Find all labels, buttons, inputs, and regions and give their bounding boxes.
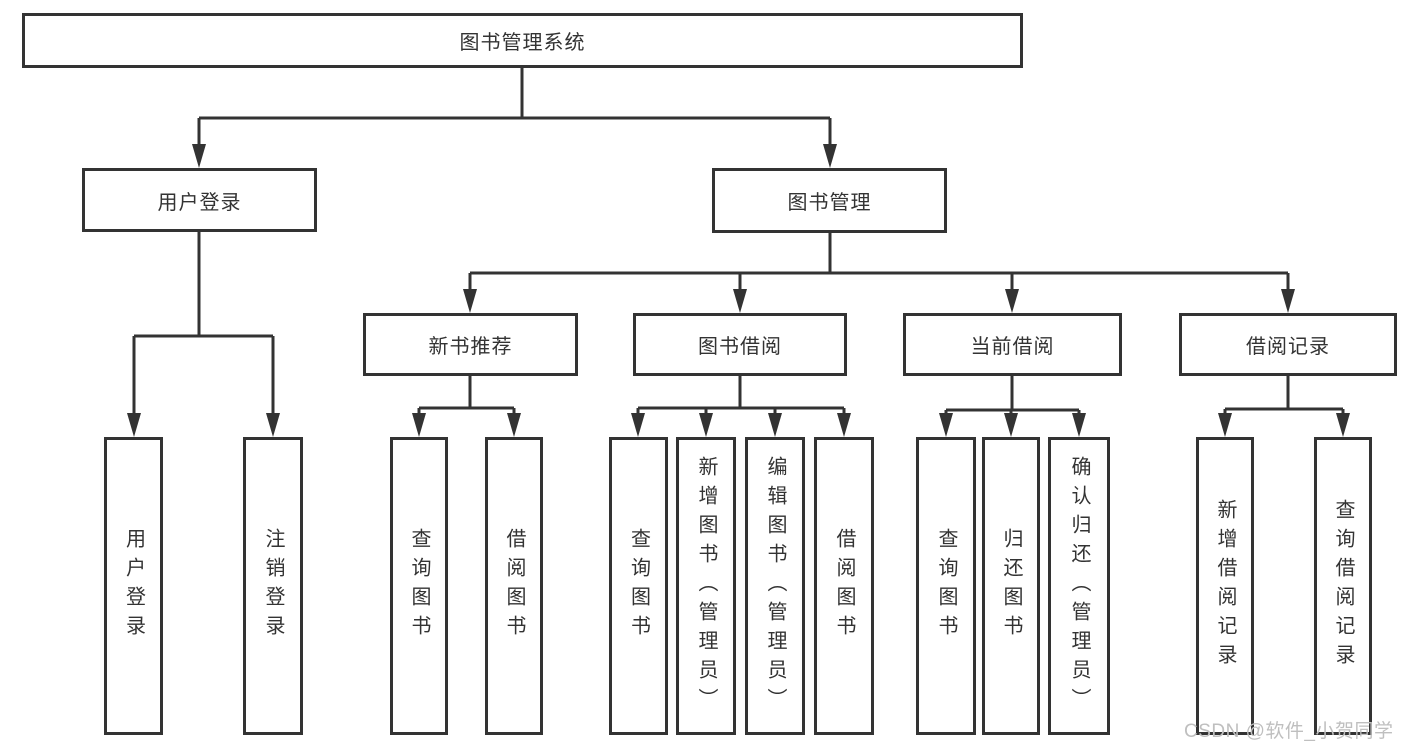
node-module-current-borrow: 当前借阅 [903,313,1122,376]
arrowhead [1072,413,1086,437]
node-leaf-logout: 注销登录 [243,437,303,735]
connector-user-login-to-leaves [132,232,275,415]
node-root-label: 图书管理系统 [459,32,586,54]
arrowhead [733,289,747,313]
node-branch-book-management-label: 图书管理 [787,192,872,214]
node-leaf-confirm-return-admin-label: 确认归还（管理员） [1068,455,1090,717]
node-module-new-book-recommend-label: 新书推荐 [428,336,513,358]
connector-book-management-to-modules [468,232,1290,291]
node-module-book-borrow: 图书借阅 [633,313,847,376]
arrowhead [1218,413,1232,437]
node-branch-book-management: 图书管理 [712,168,947,233]
arrowhead [463,289,477,313]
node-leaf-add-book-admin-label: 新增图书（管理员） [695,455,717,717]
arrowhead [631,413,645,437]
node-module-borrow-records-label: 借阅记录 [1246,336,1330,358]
arrowhead [266,413,280,437]
node-branch-user-login: 用户登录 [82,168,317,232]
arrowhead [127,413,141,437]
node-leaf-edit-book-admin-label: 编辑图书（管理员） [764,455,786,717]
node-leaf-borrow-books-recommend-label: 借阅图书 [503,528,525,644]
node-leaf-add-book-admin: 新增图书（管理员） [676,437,736,735]
connector-book-borrow-to-leaves [636,376,846,415]
node-leaf-query-books-borrow: 查询图书 [609,437,668,735]
node-leaf-borrow-books-label: 借阅图书 [833,528,855,644]
arrowhead [507,413,521,437]
node-leaf-borrow-books-recommend: 借阅图书 [485,437,543,735]
arrowhead [823,144,837,168]
connector-new-book-recommend-to-leaves [417,376,516,415]
arrowhead [768,413,782,437]
node-leaf-query-borrow-record: 查询借阅记录 [1314,437,1372,735]
node-leaf-add-borrow-record-label: 新增借阅记录 [1214,499,1236,673]
arrowhead [699,413,713,437]
node-leaf-add-borrow-record: 新增借阅记录 [1196,437,1254,735]
arrowhead [1005,289,1019,313]
arrowhead [192,144,206,168]
arrowhead [1004,413,1018,437]
arrowhead [939,413,953,437]
node-branch-user-login-label: 用户登录 [157,191,242,214]
arrowhead [1336,413,1350,437]
node-leaf-query-books-current: 查询图书 [916,437,976,735]
node-leaf-user-login: 用户登录 [104,437,163,735]
node-leaf-query-books-current-label: 查询图书 [935,528,957,644]
node-module-new-book-recommend: 新书推荐 [363,313,578,376]
node-leaf-query-borrow-record-label: 查询借阅记录 [1332,499,1354,673]
node-leaf-logout-label: 注销登录 [262,528,284,644]
arrowhead [837,413,851,437]
node-leaf-edit-book-admin: 编辑图书（管理员） [745,437,805,735]
csdn-watermark: CSDN @软件_小贺同学 [1184,721,1394,742]
node-leaf-query-books-recommend: 查询图书 [390,437,448,735]
connector-root-to-branches [197,68,832,146]
node-module-current-borrow-label: 当前借阅 [970,336,1055,358]
node-leaf-return-book-label: 归还图书 [1000,528,1022,644]
connector-current-borrow-to-leaves [944,376,1081,415]
arrowhead [1281,289,1295,313]
node-leaf-return-book: 归还图书 [982,437,1040,735]
node-leaf-user-login-label: 用户登录 [122,528,145,644]
arrowhead [412,413,426,437]
node-module-book-borrow-label: 图书借阅 [698,336,782,358]
node-leaf-confirm-return-admin: 确认归还（管理员） [1048,437,1110,735]
node-leaf-query-books-recommend-label: 查询图书 [408,528,430,644]
connector-borrow-records-to-leaves [1223,376,1345,415]
node-root: 图书管理系统 [22,13,1023,68]
node-leaf-query-books-borrow-label: 查询图书 [627,528,650,644]
node-module-borrow-records: 借阅记录 [1179,313,1397,376]
node-leaf-borrow-books: 借阅图书 [814,437,874,735]
